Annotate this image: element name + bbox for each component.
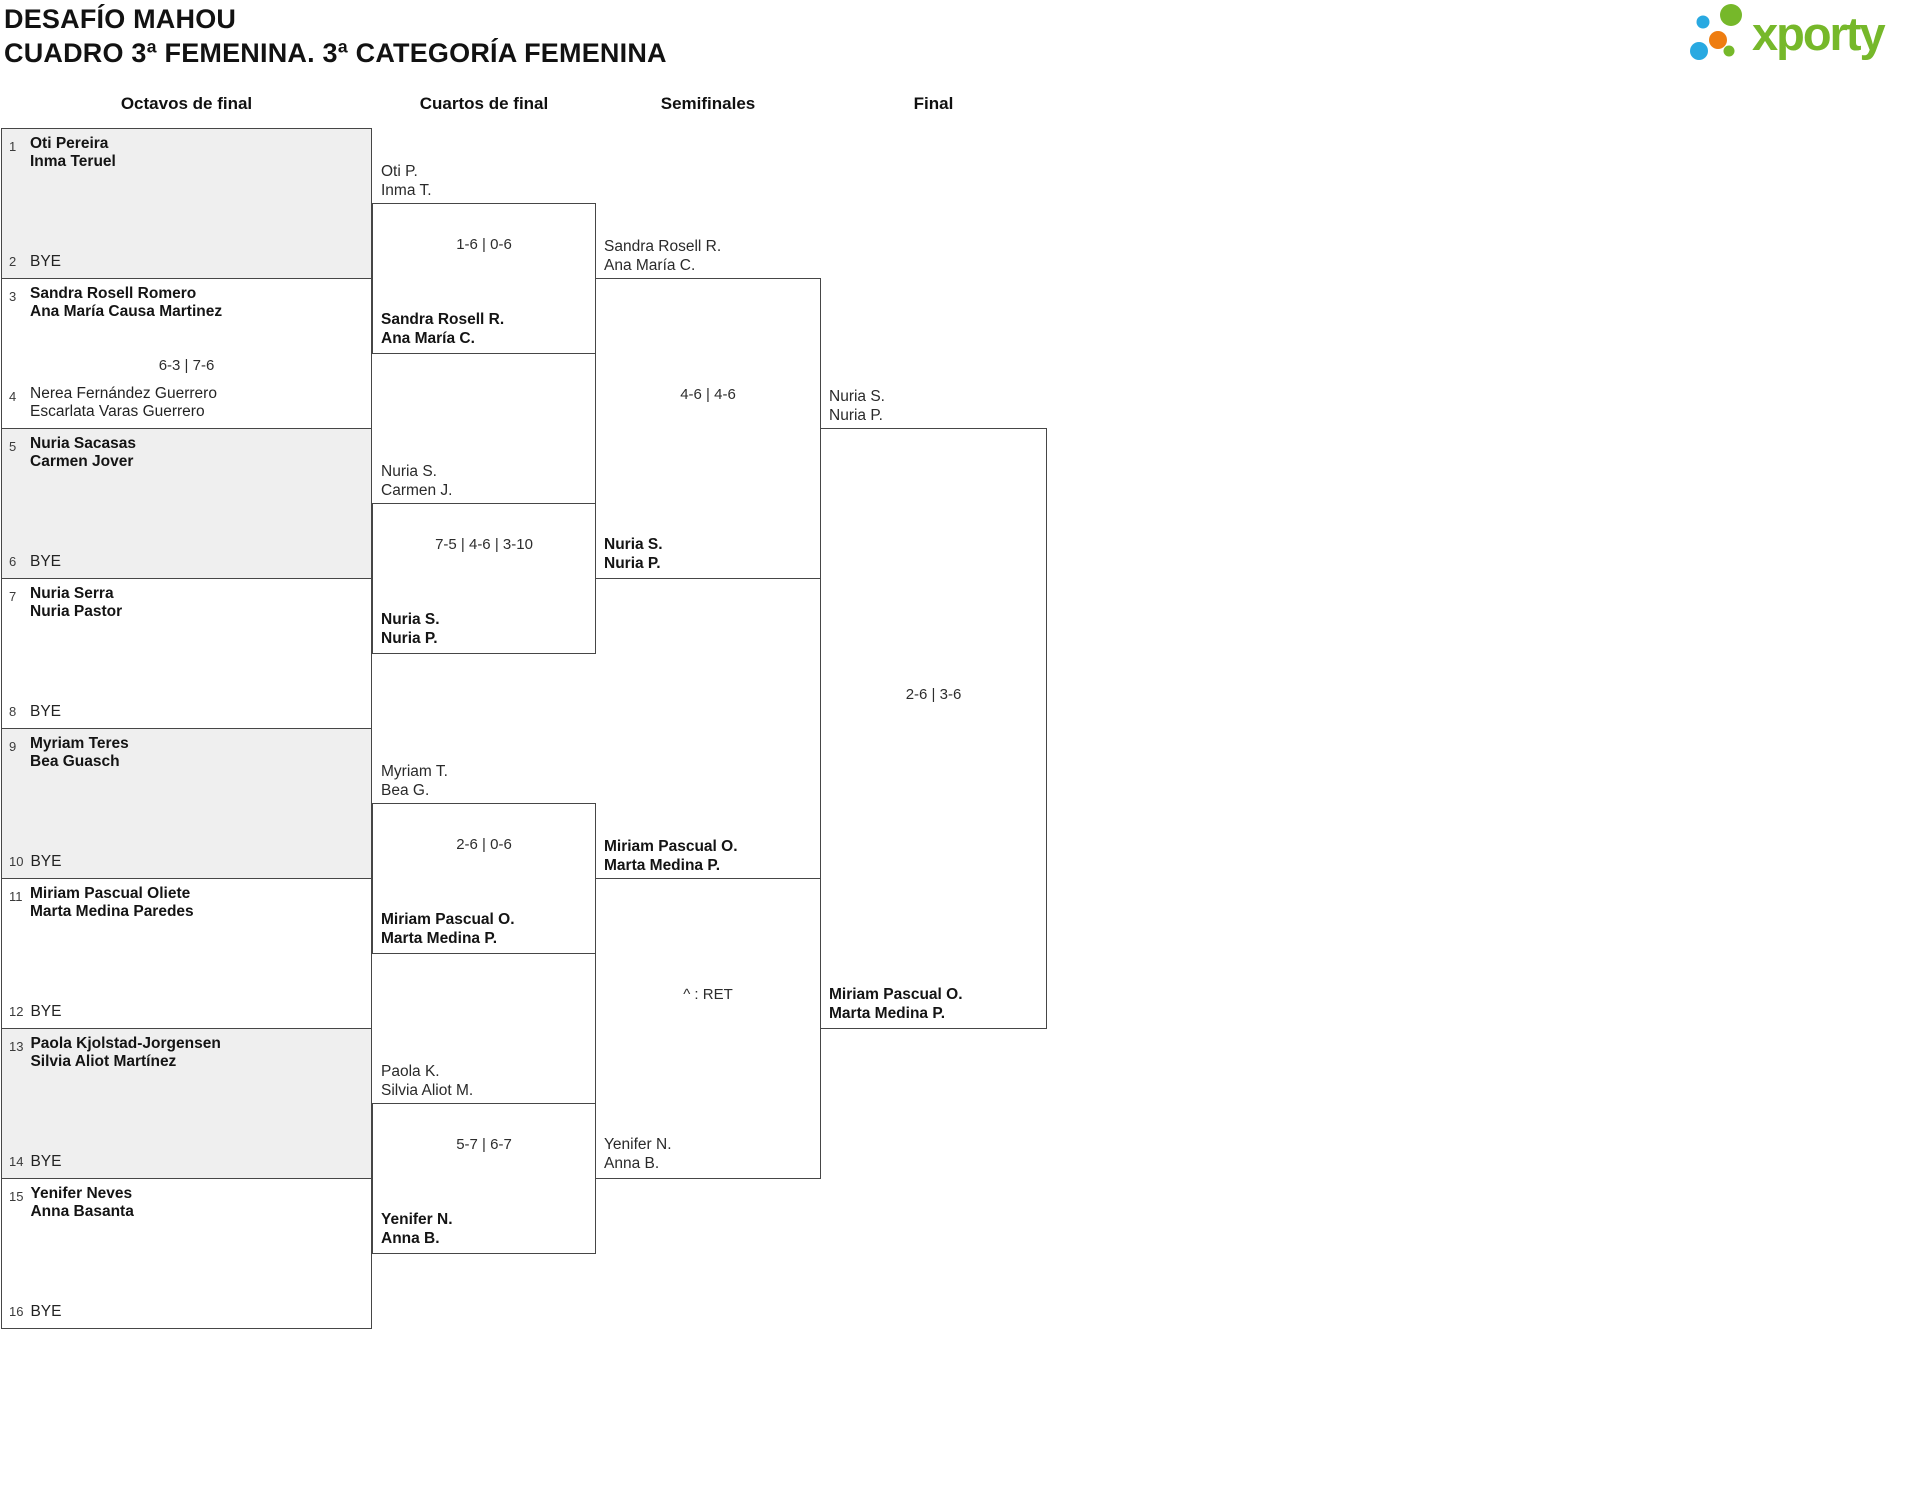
seed-number: 16 [9, 1304, 24, 1319]
match-score: 6-3 | 7-6 [158, 356, 215, 374]
bye-slot: 12 BYE [9, 1003, 62, 1020]
seed-number: 9 [9, 739, 17, 754]
tournament-name: DESAFÍO MAHOU [4, 4, 237, 34]
seed-number: 14 [9, 1154, 24, 1169]
final-match: Nuria S.Nuria P. 2-6 | 3-6 Miriam Pascua… [820, 388, 1047, 1029]
participant-pair: Sandra Rosell R.Ana María C. [604, 238, 722, 274]
participant-pair: Nuria S.Nuria P. [829, 388, 885, 424]
match-score: 2-6 | 0-6 [456, 835, 512, 853]
seed-number: 1 [9, 139, 17, 154]
participant-pair: Nuria S.Nuria P. [604, 536, 663, 572]
semifinal-match-2: Miriam Pascual O.Marta Medina P. ^ : RET… [595, 838, 821, 1179]
seed-number: 8 [9, 704, 17, 719]
xporty-logo[interactable]: xporty [1688, 2, 1920, 72]
participant-pair: Miriam Pascual O.Marta Medina P. [604, 838, 738, 874]
draw-name: CUADRO 3ª FEMENINA. 3ª CATEGORÍA FEMENIN… [4, 38, 667, 68]
bye-slot: 6 BYE [9, 553, 62, 570]
round-header-octavos: Octavos de final [120, 94, 253, 113]
participant-pair: Miriam Pascual O.Marta Medina P. [829, 986, 963, 1022]
seed-number: 5 [9, 439, 17, 454]
seed-number: 3 [9, 289, 17, 304]
cuartos-match-1: Oti P.Inma T. 1-6 | 0-6 Sandra Rosell R.… [372, 163, 596, 354]
seed-number: 4 [9, 389, 17, 404]
bye-slot: 16 BYE [9, 1303, 62, 1320]
bye-slot: 10 BYE [9, 853, 62, 870]
bye-slot: 8 BYE [9, 703, 62, 720]
bye-slot: 14 BYE [9, 1153, 62, 1170]
xporty-logo-text: xporty [1752, 7, 1886, 60]
participant-pair: Yenifer N.Anna B. [604, 1136, 672, 1172]
participant-pair: Oti P.Inma T. [381, 163, 432, 199]
round-header-semifinales: Semifinales [660, 94, 756, 113]
seed-number: 15 [9, 1189, 24, 1204]
seed-number: 10 [9, 854, 24, 869]
cuartos-match-2: Nuria S.Carmen J. 7-5 | 4-6 | 3-10 Nuria… [372, 463, 596, 654]
seed-number: 13 [9, 1039, 24, 1054]
cuartos-match-3: Myriam T.Bea G. 2-6 | 0-6 Miriam Pascual… [372, 763, 596, 954]
participant-pair: Myriam T.Bea G. [381, 763, 448, 799]
xporty-dots-icon [1690, 4, 1742, 60]
page-title: DESAFÍO MAHOU CUADRO 3ª FEMENINA. 3ª CAT… [4, 2, 667, 70]
seed-number: 11 [9, 889, 23, 904]
participant-pair: Sandra Rosell R.Ana María C. [381, 311, 505, 347]
participant-pair: Nuria S.Nuria P. [381, 611, 440, 647]
round-header-final: Final [913, 94, 954, 113]
match-score: 7-5 | 4-6 | 3-10 [435, 535, 533, 553]
seed-number: 7 [9, 589, 17, 604]
seed-number: 12 [9, 1004, 24, 1019]
seed-number: 6 [9, 554, 17, 569]
seed-number: 2 [9, 254, 17, 269]
bye-slot: 2 BYE [9, 253, 62, 270]
match-score: 2-6 | 3-6 [905, 685, 962, 703]
round-header-cuartos: Cuartos de final [419, 94, 549, 113]
participant-pair: Paola K.Silvia Aliot M. [381, 1063, 474, 1099]
match-score: 1-6 | 0-6 [456, 235, 512, 253]
participant-pair: Miriam Pascual O.Marta Medina P. [381, 911, 515, 947]
semifinal-match-1: Sandra Rosell R.Ana María C. 4-6 | 4-6 N… [595, 238, 821, 579]
cuartos-match-4: Paola K.Silvia Aliot M. 5-7 | 6-7 Yenife… [372, 1063, 596, 1254]
match-score: ^ : RET [683, 985, 733, 1003]
match-score: 4-6 | 4-6 [680, 385, 736, 403]
participant-pair: Nuria S.Carmen J. [381, 463, 453, 499]
participant-pair: Yenifer N.Anna B. [381, 1211, 453, 1247]
match-score: 5-7 | 6-7 [456, 1135, 512, 1153]
